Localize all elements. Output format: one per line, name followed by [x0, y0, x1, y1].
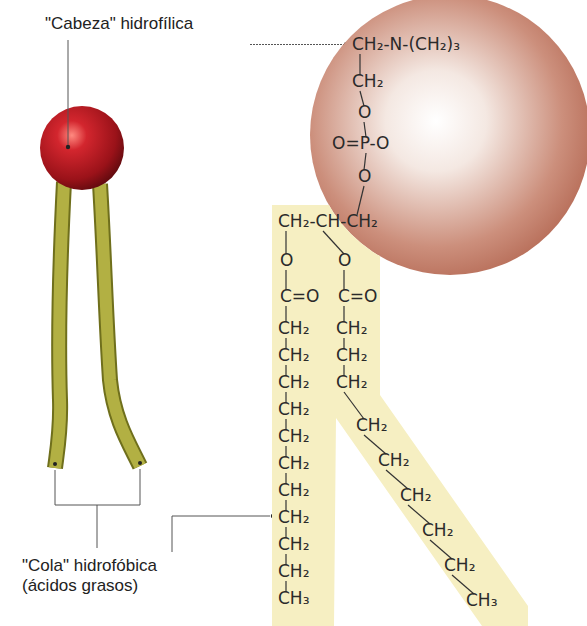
bond-line — [285, 446, 286, 457]
bond-line — [285, 473, 286, 484]
bond-line — [359, 54, 360, 75]
bond-line — [386, 470, 408, 489]
formula-text: CH₂ — [278, 428, 309, 445]
bond-line — [344, 392, 364, 419]
bond-line — [285, 527, 286, 538]
bond-line — [343, 338, 344, 349]
bond-line — [452, 575, 474, 594]
formula-text: CH₂ — [278, 347, 309, 364]
formula-text: CH₂ — [336, 374, 367, 391]
bond-line — [285, 500, 286, 511]
bond-line — [285, 419, 286, 430]
bond-line — [430, 540, 452, 559]
head-sphere — [40, 106, 124, 190]
fatty-acid-tails — [55, 182, 140, 468]
formula-text: C=O — [280, 288, 320, 305]
formula-text: O — [358, 104, 371, 121]
formula-text: CH₂ — [336, 320, 367, 337]
formula-text: CH₂ — [422, 522, 453, 539]
formula-text: O — [338, 252, 351, 269]
band-outline — [272, 205, 530, 626]
formula-text: CH₂ — [356, 417, 387, 434]
formula-text: CH₂ — [278, 509, 309, 526]
bond-line — [285, 365, 286, 376]
bond-line — [285, 270, 286, 290]
bond-line — [285, 306, 286, 322]
formula-text: O=P-O — [332, 135, 390, 152]
bond-line — [364, 153, 366, 170]
formula-text: CH₂ — [278, 320, 309, 337]
bond-line — [285, 581, 286, 592]
formula-text: CH₃ — [278, 590, 309, 607]
bond-line — [408, 505, 430, 524]
formula-text: CH₂ — [278, 563, 309, 580]
chain-band: CH₂-CH-CH₂ O O C=O C=O CH₂ CH₂ CH₂ CH₂ CH₂ CH₂ CH₂ C… — [272, 205, 530, 626]
caption-label: "Cabeza" hidrofílica — [45, 14, 265, 34]
formula-text: CH₂ — [278, 482, 309, 499]
formula-text: CH₂ — [352, 73, 383, 90]
formula-text: CH₂ — [378, 452, 409, 469]
bond-line — [357, 186, 364, 215]
bond-line — [364, 435, 386, 454]
bond-line — [285, 338, 286, 349]
formula-text: CH₂ — [336, 347, 367, 364]
bond-line — [343, 270, 344, 290]
formula-text: CH₂ — [278, 455, 309, 472]
formula-text: CH₂ — [278, 374, 309, 391]
formula-text: CH₂-CH-CH₂ — [278, 213, 378, 230]
bond-line — [343, 365, 344, 376]
formula-text: CH₃ — [466, 592, 497, 609]
caption-label: "Cola" hidrofóbica (ácidos grasos) — [22, 556, 197, 597]
bond-line — [343, 306, 344, 322]
bond-line — [285, 231, 286, 254]
bond-line — [285, 554, 286, 565]
formula-text: O — [280, 252, 293, 269]
bond-line — [360, 91, 364, 106]
formula-text: CH₂-N-(CH₂)₃ — [352, 36, 460, 53]
leader-dot — [53, 462, 57, 466]
bond-line — [364, 122, 366, 137]
bond-line — [323, 231, 344, 254]
formula-text: O — [358, 168, 371, 185]
formula-text: CH₂ — [278, 536, 309, 553]
formula-text: CH₂ — [444, 557, 475, 574]
formula-text: CH₂ — [400, 487, 431, 504]
formula-text: C=O — [338, 288, 378, 305]
leader-dot — [66, 145, 70, 149]
leader-dot — [138, 461, 142, 465]
formula-text: CH₂ — [278, 401, 309, 418]
bond-line — [285, 392, 286, 403]
